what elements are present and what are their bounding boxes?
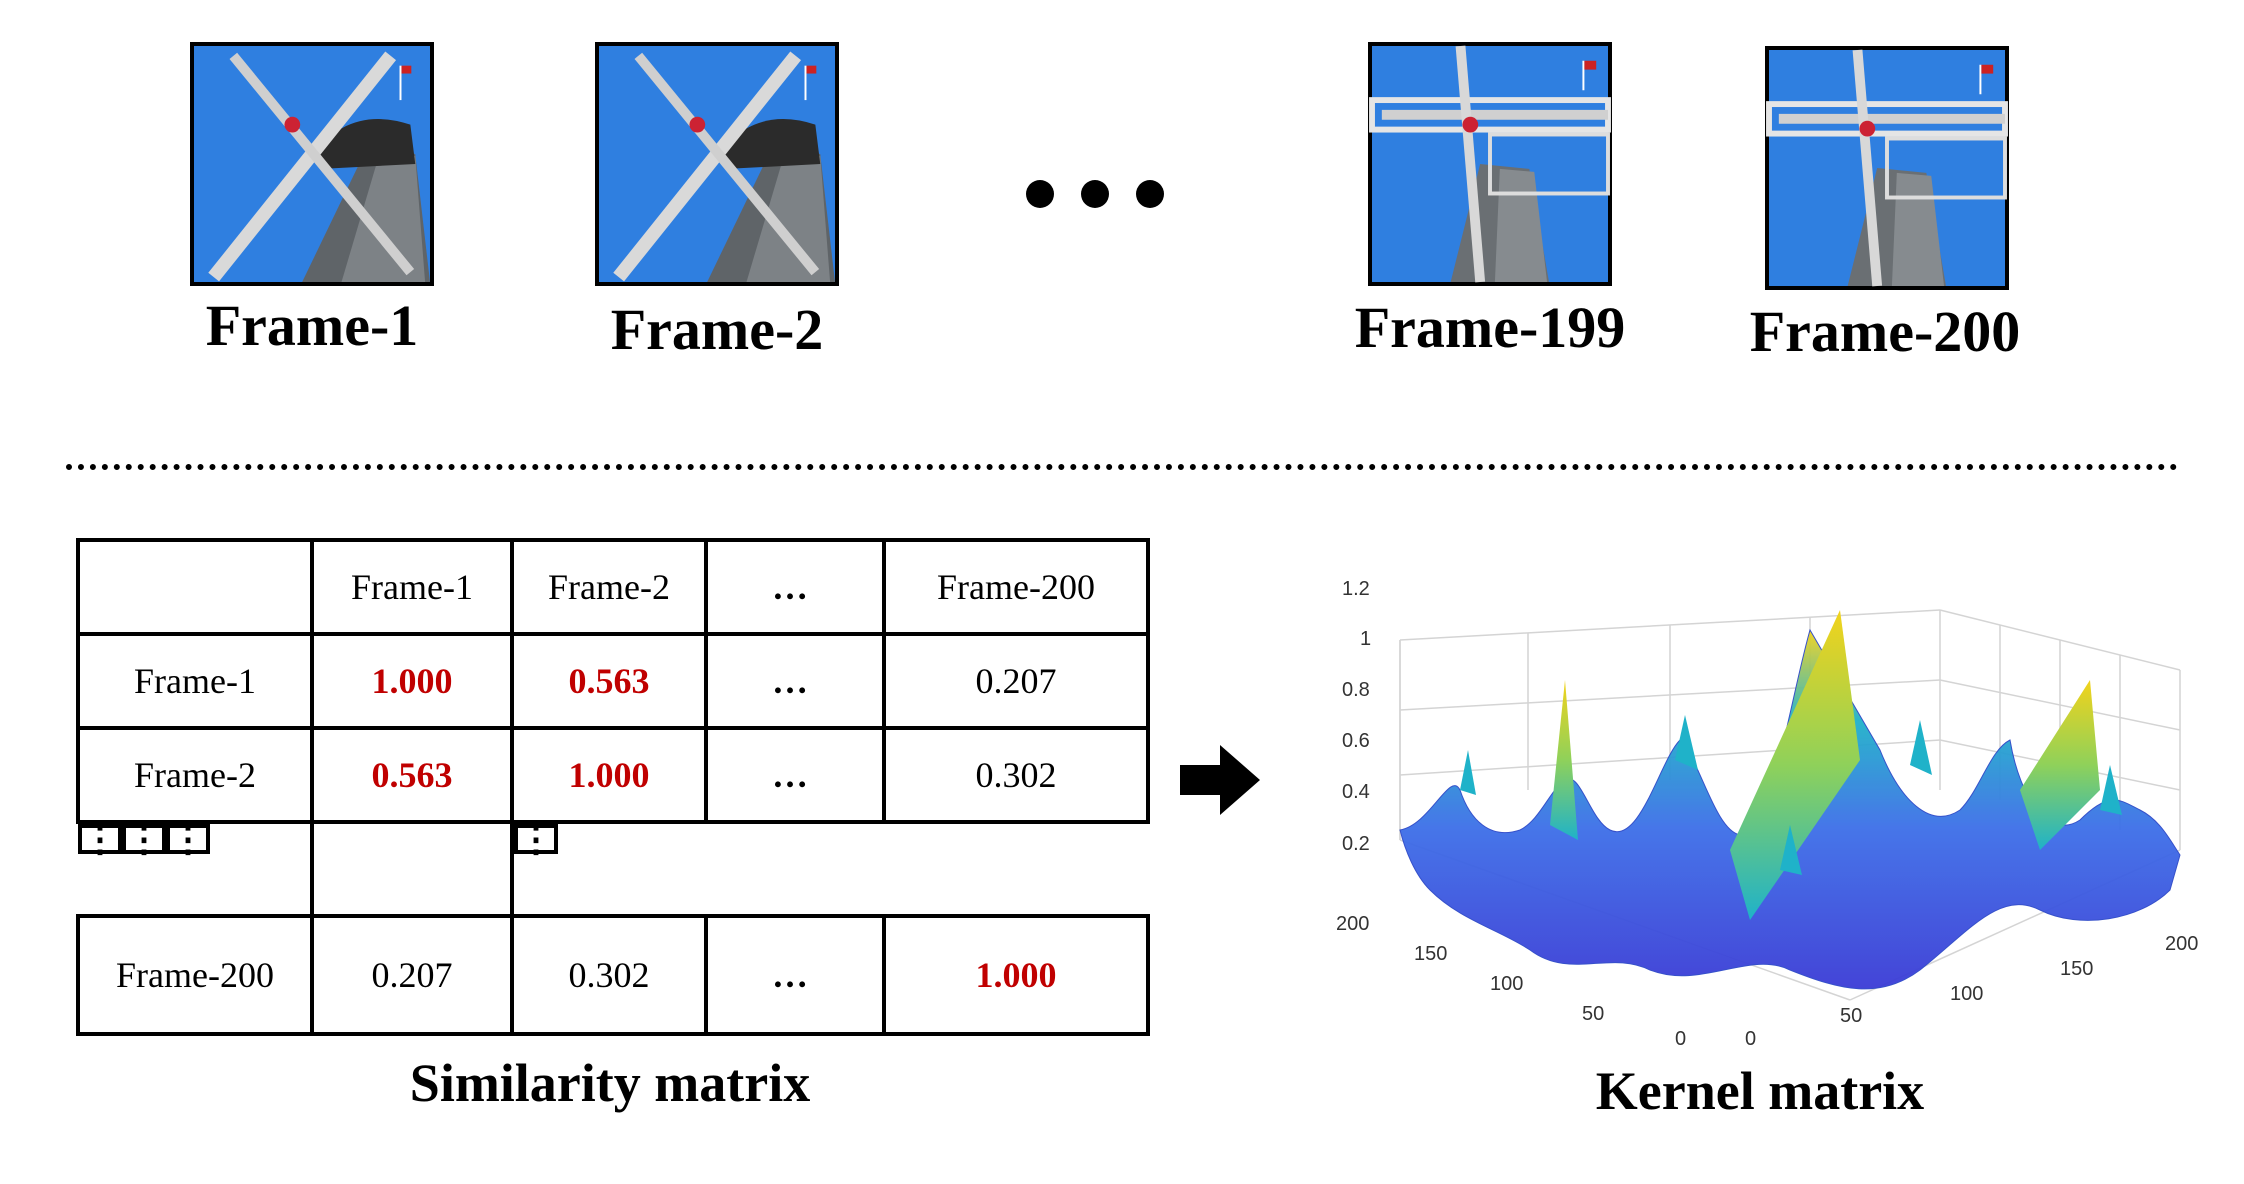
z-tick: 1: [1360, 628, 1371, 650]
windmill-image: [194, 46, 430, 282]
axis-tick: 50: [1840, 1005, 1862, 1027]
z-tick: 0.6: [1342, 730, 1370, 752]
similarity-matrix-caption: Similarity matrix: [409, 1053, 811, 1113]
similarity-table: Frame-1 Frame-2 … Frame-200 Frame-1 1.00…: [76, 538, 1150, 1036]
table-cell: 1.000: [882, 914, 1150, 1036]
windmill-image: [599, 46, 835, 282]
frame-200-label: Frame-200: [1749, 299, 2021, 364]
kernel-surface-plot: 0.2 0.4 0.6 0.8 1 1.2 0 50 100 150 200 0…: [1336, 578, 2198, 1050]
frame-200-thumbnail: [1765, 46, 2009, 290]
axis-tick: 150: [2060, 958, 2093, 980]
axis-tick: 50: [1582, 1003, 1604, 1025]
table-cell: ⋮: [78, 821, 122, 857]
table-header-row: Frame-1 Frame-2 … Frame-200: [76, 538, 1150, 636]
row-label: Frame-200: [76, 914, 314, 1036]
table-cell: …: [704, 914, 886, 1036]
axis-tick: 150: [1414, 943, 1447, 965]
windmill-image: [1766, 49, 2008, 287]
axis-tick: 0: [1745, 1028, 1756, 1050]
table-cell: …: [704, 632, 886, 730]
axis-tick: 0: [1675, 1028, 1686, 1050]
frame-199-thumbnail: [1368, 42, 1612, 286]
table-cell: 0.302: [882, 726, 1150, 824]
frame-2-label: Frame-2: [610, 297, 824, 362]
z-axis-ticks: 0.2 0.4 0.6 0.8 1 1.2: [1342, 578, 1371, 855]
right-arrow-icon: [1180, 745, 1260, 815]
frame-1-thumbnail: [190, 42, 434, 286]
table-cell: 0.563: [310, 726, 514, 824]
right-axis-ticks: 0 50 100 150 200: [1745, 933, 2198, 1050]
table-cell: ⋮: [514, 821, 558, 857]
row-label: Frame-1: [76, 632, 314, 730]
section-divider: [66, 464, 2178, 470]
header-cell: Frame-200: [882, 538, 1150, 636]
axis-tick: 200: [1336, 913, 1369, 935]
table-cell: 1.000: [310, 632, 514, 730]
kernel-matrix-caption: Kernel matrix: [1595, 1061, 1925, 1121]
table-cell: ⋮: [122, 821, 166, 857]
z-tick: 1.2: [1342, 578, 1370, 600]
header-cell: Frame-2: [510, 538, 708, 636]
z-tick: 0.8: [1342, 679, 1370, 701]
ellipsis-icon: [1020, 172, 1170, 212]
table-cell: 1.000: [510, 726, 708, 824]
table-cell: …: [704, 726, 886, 824]
header-cell: Frame-1: [310, 538, 514, 636]
table-row: ⋮ ⋮ ⋮ ⋮: [78, 820, 1148, 918]
frame-1-label: Frame-1: [205, 293, 419, 358]
table-row: Frame-2 0.563 1.000 … 0.302: [76, 726, 1150, 824]
table-cell: 0.563: [510, 632, 708, 730]
z-tick: 0.2: [1342, 833, 1370, 855]
kernel-surface: [1399, 610, 2181, 990]
frame-199-label: Frame-199: [1354, 295, 1626, 360]
table-cell: ⋮: [166, 821, 210, 857]
table-cell: 0.207: [882, 632, 1150, 730]
axis-tick: 200: [2165, 933, 2198, 955]
header-cell: …: [704, 538, 886, 636]
table-cell: [310, 820, 514, 918]
frame-2-thumbnail: [595, 42, 839, 286]
header-cell: [76, 538, 314, 636]
axis-tick: 100: [1490, 973, 1523, 995]
row-label: Frame-2: [76, 726, 314, 824]
axis-tick: 100: [1950, 983, 1983, 1005]
windmill-image: [1369, 45, 1611, 283]
left-axis-ticks: 0 50 100 150 200: [1336, 913, 1686, 1050]
table-row: Frame-200 0.207 0.302 … 1.000: [76, 914, 1150, 1036]
table-row: Frame-1 1.000 0.563 … 0.207: [76, 632, 1150, 730]
table-cell: 0.302: [510, 914, 708, 1036]
z-tick: 0.4: [1342, 781, 1370, 803]
table-cell: 0.207: [310, 914, 514, 1036]
